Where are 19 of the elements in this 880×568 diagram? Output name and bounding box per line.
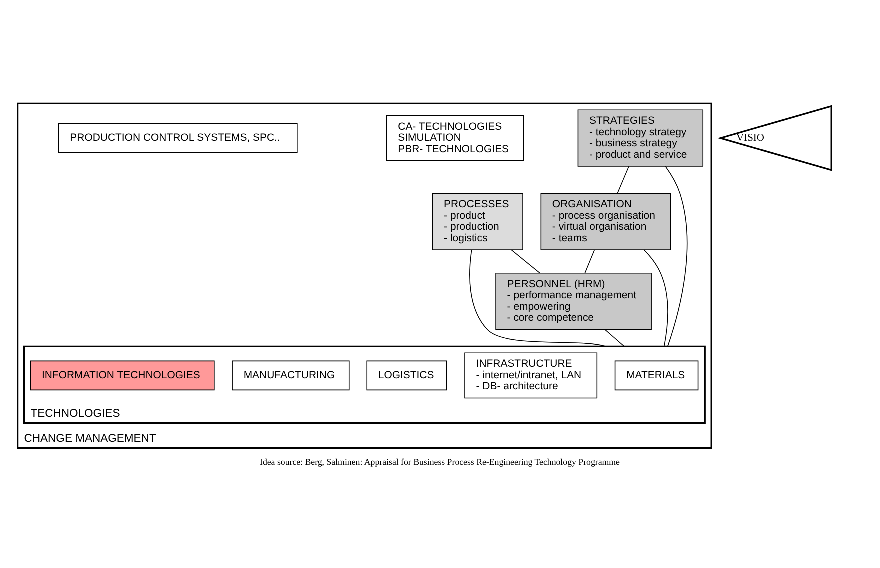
node-box: MATERIALS (614, 360, 699, 391)
connector (511, 250, 540, 274)
node-box: INFORMATION TECHNOLOGIES (30, 360, 215, 391)
node-box: LOGISTICS (366, 360, 448, 391)
connector (604, 329, 625, 348)
connector (617, 166, 630, 194)
node-box: ORGANISATION - process organisation - virtual organisation - teams (540, 193, 672, 250)
node-box: CA- TECHNOLOGIES SIMULATION PBR- TECHNOLOGIES (386, 115, 524, 162)
node-box: PRODUCTION CONTROL SYSTEMS, SPC.. (58, 123, 298, 154)
caption: Idea source: Berg, Salminen: Appraisal for Business Process Re-Engineering Technology Programme (260, 456, 620, 467)
node-box: PROCESSES - product - production - logistics (432, 193, 524, 250)
connector (470, 250, 606, 348)
node-box: INFRASTRUCTURE - internet/intranet, LAN - DB- architecture (464, 352, 598, 399)
connector (584, 250, 596, 274)
connector (665, 166, 688, 348)
node-box: MANUFACTURING (232, 360, 350, 391)
connector (644, 250, 668, 348)
node-box: STRATEGIES - technology strategy - business strategy - product and service (578, 110, 704, 167)
node-box: PERSONNEL (HRM) - performance management - empowering - core competence (496, 272, 652, 330)
